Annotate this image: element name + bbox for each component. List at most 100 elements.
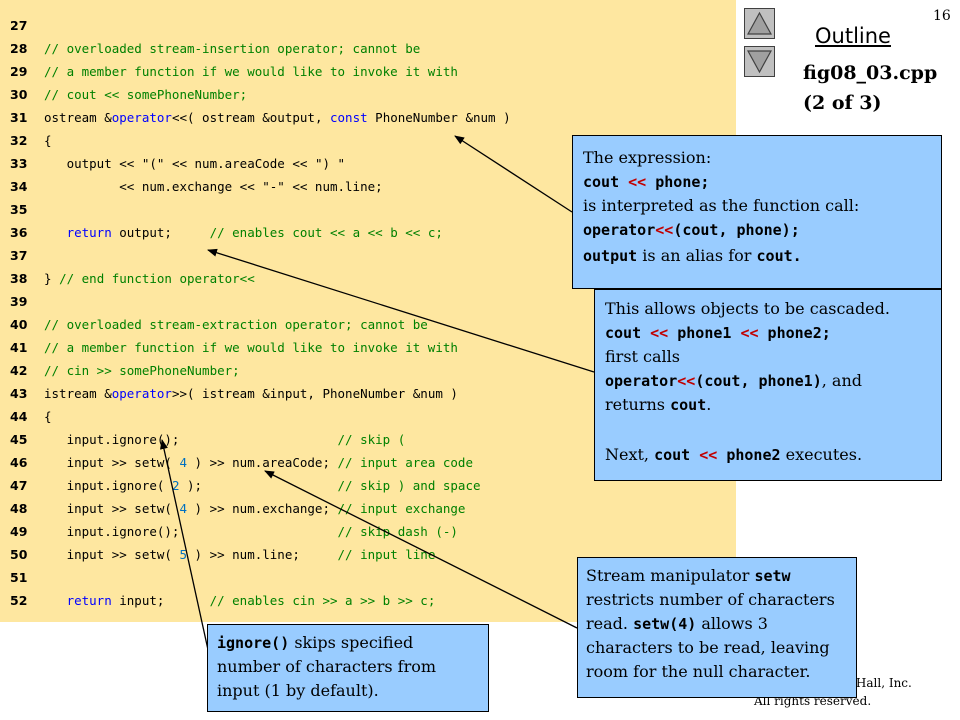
code-token-keyword: operator	[111, 110, 172, 125]
code-token-keyword: return	[66, 593, 112, 608]
arrow-to-setw	[264, 470, 578, 629]
copyright-line-1: e Hall, Inc.	[845, 676, 912, 690]
line-number: 49	[10, 524, 28, 539]
line-number: 52	[10, 593, 28, 608]
code-token-plain: );	[179, 478, 338, 493]
line-number: 32	[10, 133, 28, 148]
code-token-plain: {	[44, 409, 52, 424]
callout-cascade: This allows objects to be cascaded. cout…	[594, 289, 942, 481]
code-line: 35	[10, 199, 44, 221]
code-token-plain: << num.areaCode <<	[164, 156, 315, 171]
code-token-comment: // enables cin >> a >> b >> c;	[209, 593, 436, 608]
line-number: 37	[10, 248, 28, 263]
code-token-keyword: operator	[111, 386, 172, 401]
line-number: 35	[10, 202, 28, 217]
previous-slide-button[interactable]	[744, 8, 775, 39]
code-token-plain: ) >> num.exchange;	[187, 501, 338, 516]
code-token-comment: // skip ) and space	[337, 478, 481, 493]
code-token-string: "("	[141, 156, 165, 171]
code-token-comment: // input line	[337, 547, 436, 562]
arrow-to-operator-insertion	[454, 135, 573, 213]
code-token-plain: ) >> num.line;	[187, 547, 338, 562]
code-token-plain: >>( istream &input, PhoneNumber &num )	[171, 386, 458, 401]
callout-ignore: ignore() skips specified number of chara…	[207, 624, 489, 712]
code-line: 37	[10, 245, 44, 267]
code-token-number: 5	[179, 547, 187, 562]
code-token-plain: input >> setw(	[44, 455, 180, 470]
code-token-plain: input;	[111, 593, 210, 608]
callout-setw: Stream manipulator setw restricts number…	[577, 557, 857, 698]
code-token-keyword: const	[330, 110, 368, 125]
code-token-comment: // end function operator<<	[59, 271, 255, 286]
code-token-plain: {	[44, 133, 52, 148]
line-number: 51	[10, 570, 28, 585]
code-token-comment: // a member function if we would like to…	[44, 340, 458, 355]
code-token-comment: // cin >> somePhoneNumber;	[44, 363, 240, 378]
code-line: 38} // end function operator<<	[10, 268, 255, 290]
line-number: 27	[10, 18, 28, 33]
code-line: 48 input >> setw( 4 ) >> num.exchange; /…	[10, 498, 465, 520]
code-token-comment: // cout << somePhoneNumber;	[44, 87, 248, 102]
code-line: 39	[10, 291, 44, 313]
line-number: 39	[10, 294, 28, 309]
line-number: 30	[10, 87, 28, 102]
file-name: fig08_03.cpp	[803, 62, 938, 84]
code-token-string: ") "	[314, 156, 346, 171]
code-line: 49 input.ignore(); // skip dash (-)	[10, 521, 458, 543]
code-token-number: 4	[179, 501, 187, 516]
line-number: 36	[10, 225, 28, 240]
code-token-plain: input.ignore();	[44, 432, 338, 447]
line-number: 31	[10, 110, 28, 125]
code-token-plain: input.ignore(	[44, 478, 172, 493]
code-line: 52 return input; // enables cin >> a >> …	[10, 590, 435, 612]
code-line: 46 input >> setw( 4 ) >> num.areaCode; /…	[10, 452, 473, 474]
code-line: 41 // a member function if we would like …	[10, 337, 458, 359]
line-number: 41	[10, 340, 28, 355]
code-token-plain: output <<	[44, 156, 142, 171]
line-number: 46	[10, 455, 28, 470]
code-line: 42 // cin >> somePhoneNumber;	[10, 360, 240, 382]
code-token-comment: // a member function if we would like to…	[44, 64, 458, 79]
code-line: 27	[10, 15, 44, 37]
code-line: 30 // cout << somePhoneNumber;	[10, 84, 247, 106]
triangle-down-icon	[746, 50, 773, 74]
arrow-to-return-output	[207, 248, 595, 373]
code-token-comment: // overloaded stream-extraction operator…	[44, 317, 428, 332]
line-number: 45	[10, 432, 28, 447]
line-number: 50	[10, 547, 28, 562]
line-number: 48	[10, 501, 28, 516]
outline-title[interactable]: Outline	[815, 24, 891, 48]
code-token-comment: // enables cout << a << b << c;	[209, 225, 443, 240]
code-token-number: 2	[171, 478, 180, 493]
callout-expression: The expression: cout << phone; is interp…	[572, 135, 942, 289]
line-number: 42	[10, 363, 28, 378]
code-token-plain: input.ignore();	[44, 524, 338, 539]
code-line: 36 return output; // enables cout << a <…	[10, 222, 443, 244]
code-token-plain: istream &	[44, 386, 112, 401]
code-line: 51	[10, 567, 44, 589]
code-line: 50 input >> setw( 5 ) >> num.line; // in…	[10, 544, 435, 566]
line-number: 33	[10, 156, 28, 171]
code-token-plain: input >> setw(	[44, 501, 180, 516]
line-number: 44	[10, 409, 28, 424]
code-token-plain: ) >> num.areaCode;	[187, 455, 338, 470]
line-number: 43	[10, 386, 28, 401]
code-token-comment: // input exchange	[337, 501, 466, 516]
code-token-keyword: return	[66, 225, 112, 240]
code-token-number: 4	[179, 455, 187, 470]
code-token-plain: }	[44, 271, 60, 286]
code-token-plain: input >> setw(	[44, 547, 180, 562]
code-line: 32 {	[10, 130, 52, 152]
line-number: 29	[10, 64, 28, 79]
code-token-comment: // input area code	[337, 455, 473, 470]
code-line: 44 {	[10, 406, 52, 428]
line-number: 47	[10, 478, 28, 493]
code-line: 43 istream &operator>>( istream &input, P…	[10, 383, 458, 405]
code-line: 28// overloaded stream-insertion operato…	[10, 38, 420, 60]
code-line: 40// overloaded stream-extraction operat…	[10, 314, 428, 336]
code-token-comment: // skip (	[337, 432, 406, 447]
next-slide-button[interactable]	[744, 46, 775, 77]
line-number: 38	[10, 271, 28, 286]
code-line: 45 input.ignore(); // skip (	[10, 429, 405, 451]
